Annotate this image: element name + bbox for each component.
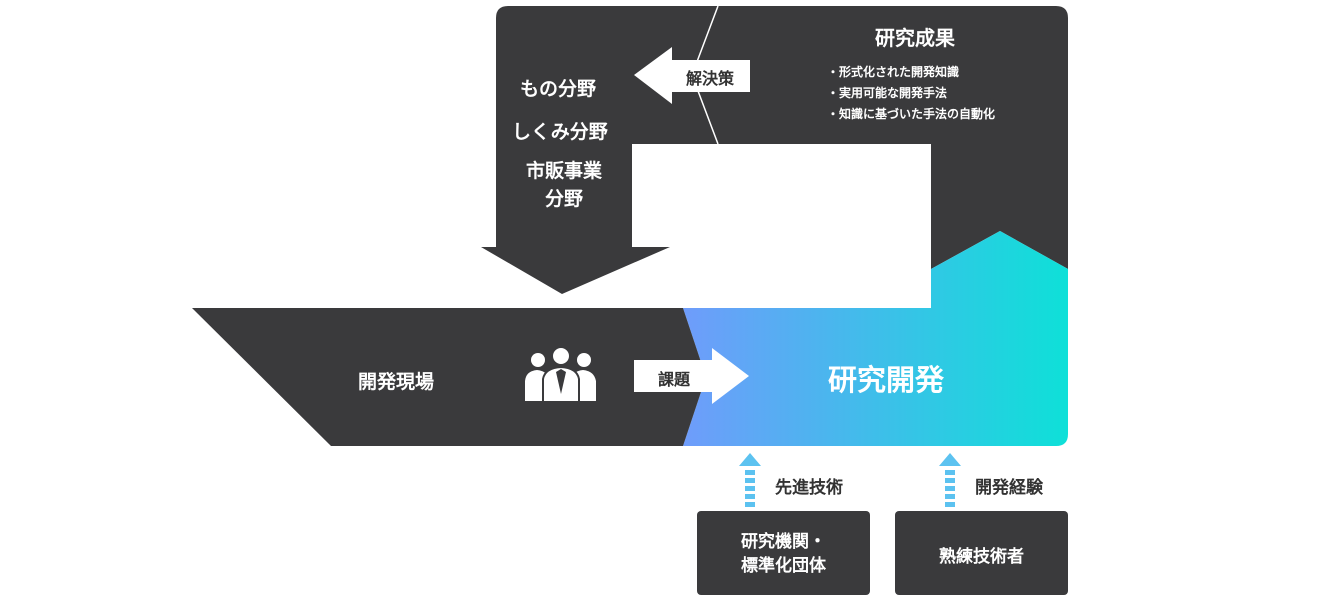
advanced-tech-label: 先進技術 — [775, 478, 843, 498]
field-commercial-line2: 分野 — [544, 188, 583, 210]
rnd-label: 研究開発 — [828, 363, 945, 397]
solution-label: 解決策 — [685, 69, 734, 88]
research-institution-text: 研究機関・ 標準化団体 — [697, 530, 870, 578]
expert-engineer-text: 熟練技術者 — [939, 547, 1024, 567]
expert-engineer-box — [895, 511, 1068, 595]
issue-arrow — [634, 348, 749, 404]
research-institution-line1: 研究機関・ — [741, 532, 826, 552]
advanced-tech-dashed-arrow — [739, 453, 761, 507]
result-bullet: ・知識に基づいた手法の自動化 — [827, 107, 996, 121]
issue-label: 課題 — [657, 370, 690, 389]
result-bullet: ・形式化された開発知識 — [827, 65, 960, 79]
top-flow-shape — [481, 6, 1068, 294]
rnd-block — [683, 231, 1068, 446]
experience-label: 開発経験 — [975, 478, 1043, 498]
field-system: しくみ分野 — [512, 121, 608, 143]
people-group-icon — [525, 346, 596, 403]
site-label: 開発現場 — [358, 371, 435, 393]
result-bullet: ・実用可能な開発手法 — [827, 86, 948, 100]
solution-arrow — [634, 47, 750, 104]
field-commercial: 市販事業 分野 — [505, 157, 623, 213]
research-institution-box — [697, 511, 870, 595]
experience-dashed-arrow — [939, 453, 961, 507]
research-institution-line2: 標準化団体 — [741, 556, 826, 576]
field-mono: もの分野 — [520, 78, 597, 100]
site-band — [192, 308, 706, 446]
research-results-list: ・形式化された開発知識 ・実用可能な開発手法 ・知識に基づいた手法の自動化 — [827, 62, 995, 125]
field-commercial-line1: 市販事業 — [525, 160, 602, 182]
research-results-title: 研究成果 — [875, 26, 955, 50]
